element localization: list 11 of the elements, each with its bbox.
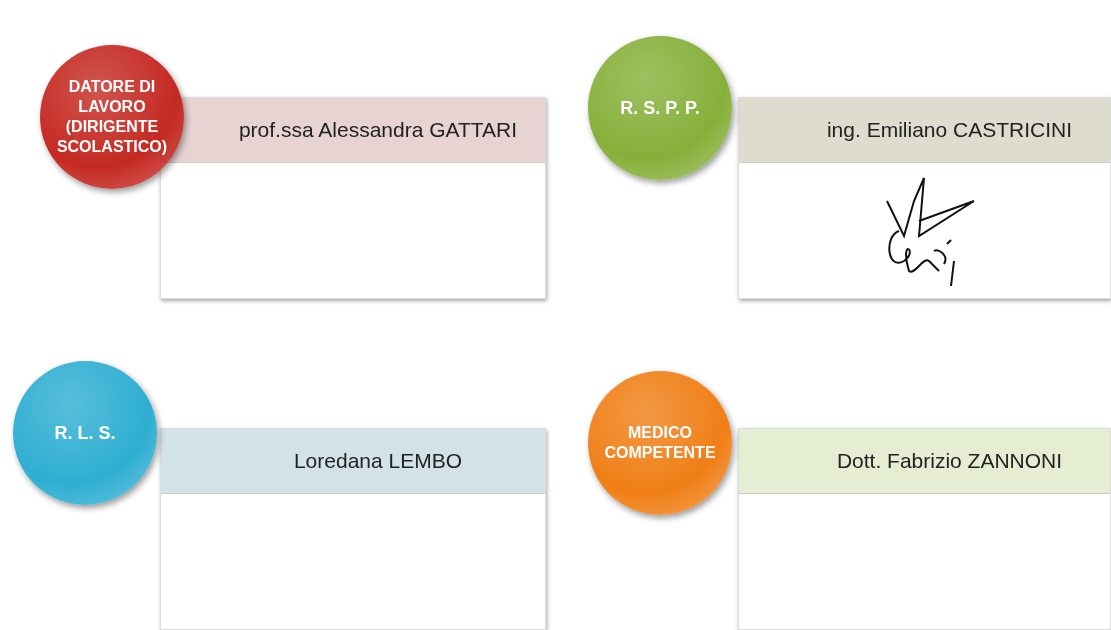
role-title: MEDICO COMPETENTE — [603, 423, 717, 463]
role-title: DATORE DI LAVORO (DIRIGENTE SCOLASTICO) — [55, 77, 169, 157]
person-name: Dott. Fabrizio ZANNONI — [835, 448, 1064, 475]
person-name: Loredana LEMBO — [292, 448, 464, 475]
person-name: ing. Emiliano CASTRICINI — [825, 117, 1074, 144]
role-title: R. L. S. — [53, 421, 117, 445]
name-card — [738, 97, 1111, 299]
name-card — [738, 428, 1111, 630]
name-card — [160, 428, 546, 630]
role-title: R. S. P. P. — [619, 96, 701, 120]
person-name: prof.ssa Alessandra GATTARI — [237, 117, 519, 144]
